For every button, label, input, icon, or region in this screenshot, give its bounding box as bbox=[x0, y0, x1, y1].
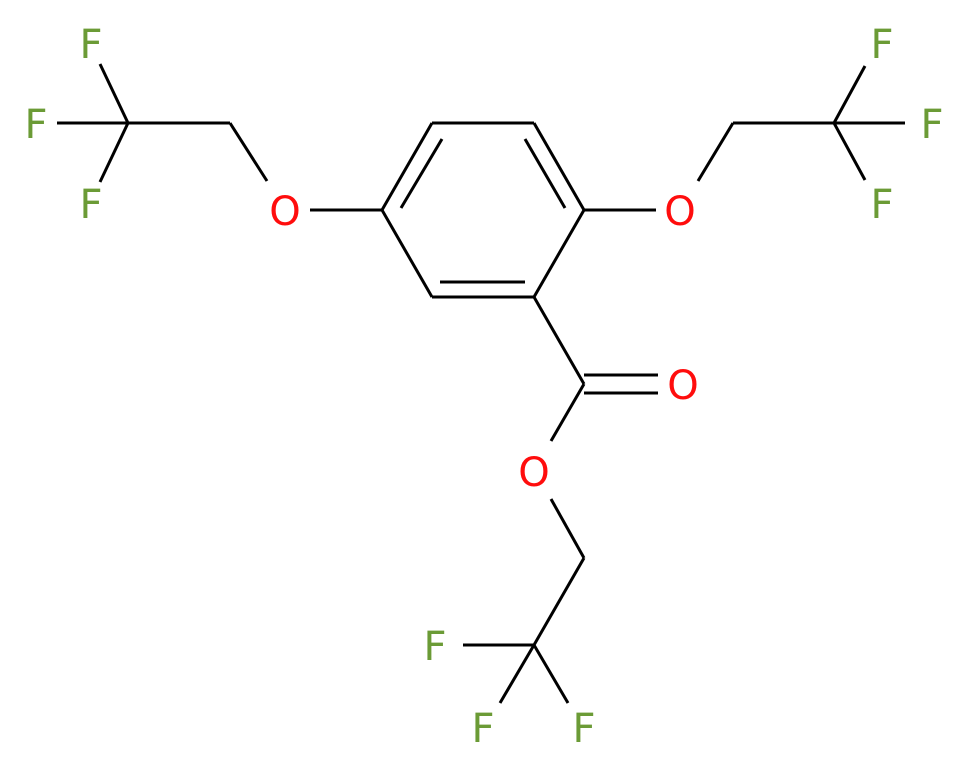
left-trifluoroethoxy-group bbox=[57, 63, 382, 212]
bond-bottom-cf3-to-f-bottom-left bbox=[498, 644, 536, 704]
fluorine-atom-label: F bbox=[920, 102, 943, 148]
bond-ring-top-left bbox=[380, 122, 434, 211]
oxygen-atom-label: O bbox=[667, 363, 698, 409]
bond-right-oxygen-to-ch2 bbox=[696, 122, 735, 182]
bond-ester-oxygen-to-ch2 bbox=[549, 498, 586, 559]
bond-left-oxygen-to-ch2 bbox=[228, 122, 269, 182]
bond-left-cf3-to-f-bottom bbox=[98, 122, 130, 183]
bond-ring-bottom-left bbox=[380, 209, 434, 298]
bond-bottom-cf3-to-f-bottom-right bbox=[532, 644, 570, 704]
bond-ring-to-carbonyl-carbon bbox=[532, 296, 586, 385]
bond-ring-bottom-right bbox=[532, 209, 586, 298]
bond-left-cf3-to-f-top bbox=[98, 63, 130, 124]
bond-ester-ch2-to-cf3 bbox=[532, 557, 586, 646]
right-trifluoroethoxy-group bbox=[584, 65, 905, 212]
oxygen-atom-label: O bbox=[664, 189, 695, 235]
fluorine-atom-label: F bbox=[572, 706, 595, 752]
bond-right-cf3-to-f-top bbox=[832, 65, 867, 124]
bond-ring-inner-top-right bbox=[523, 138, 567, 209]
bond-carbonyl-carbon-to-ester-oxygen bbox=[549, 383, 586, 442]
oxygen-atom-label: O bbox=[269, 189, 300, 235]
fluorine-atom-label: F bbox=[870, 182, 893, 228]
fluorine-atom-label: F bbox=[79, 182, 102, 228]
bond-ring-top-right bbox=[532, 122, 586, 211]
oxygen-atom-label: O bbox=[518, 450, 549, 496]
fluorine-atom-label: F bbox=[79, 22, 102, 68]
ester-group bbox=[463, 296, 658, 704]
bond-ring-inner-top-left bbox=[399, 138, 444, 209]
fluorine-atom-label: F bbox=[423, 624, 446, 670]
fluorine-atom-label: F bbox=[870, 22, 893, 68]
bond-right-cf3-to-f-bottom bbox=[832, 122, 867, 181]
fluorine-atom-label: F bbox=[24, 102, 47, 148]
benzene-ring bbox=[380, 121, 586, 299]
fluorine-atom-label: F bbox=[471, 706, 494, 752]
atom-labels: F F F O O F F F O O F F F bbox=[24, 22, 943, 752]
